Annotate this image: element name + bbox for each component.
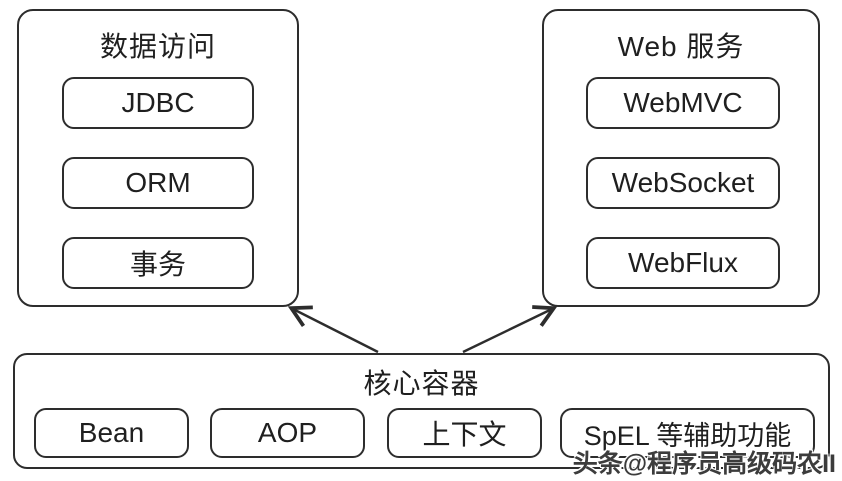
group-web-services: Web 服务 WebMVC WebSocket WebFlux xyxy=(542,9,820,307)
node-webflux-label: WebFlux xyxy=(628,247,738,278)
node-websocket: WebSocket xyxy=(586,157,780,209)
node-jdbc-label: JDBC xyxy=(121,87,195,118)
arrow-core-to-data-access xyxy=(293,309,379,354)
group-core-container-title: 核心容器 xyxy=(363,368,480,399)
group-data-access: 数据访问 JDBC ORM 事务 xyxy=(17,9,299,307)
node-webmvc: WebMVC xyxy=(586,77,780,129)
node-websocket-label: WebSocket xyxy=(611,167,755,198)
node-transactions: 事务 xyxy=(62,237,254,289)
node-aop: AOP xyxy=(210,408,365,458)
node-webmvc-label: WebMVC xyxy=(623,87,743,118)
node-bean-label: Bean xyxy=(78,417,145,448)
group-web-services-title: Web 服务 xyxy=(617,31,745,62)
node-context-label: 上下文 xyxy=(422,419,507,450)
node-spel-helpers: SpEL 等辅助功能 xyxy=(560,408,815,458)
node-jdbc: JDBC xyxy=(62,77,254,129)
group-data-access-title: 数据访问 xyxy=(99,31,216,62)
node-aop-label: AOP xyxy=(257,417,318,448)
node-orm: ORM xyxy=(62,157,254,209)
node-bean: Bean xyxy=(34,408,189,458)
arrow-core-to-web-services xyxy=(462,309,552,354)
node-spel-helpers-label: SpEL 等辅助功能 xyxy=(583,420,792,451)
node-transactions-label: 事务 xyxy=(129,249,186,280)
node-context: 上下文 xyxy=(387,408,542,458)
group-core-container: 核心容器 Bean AOP 上下文 SpEL 等辅助功能 xyxy=(13,353,830,469)
node-webflux: WebFlux xyxy=(586,237,780,289)
node-orm-label: ORM xyxy=(125,167,191,198)
watermark: 头条@程序员高级码农II xyxy=(572,450,836,478)
